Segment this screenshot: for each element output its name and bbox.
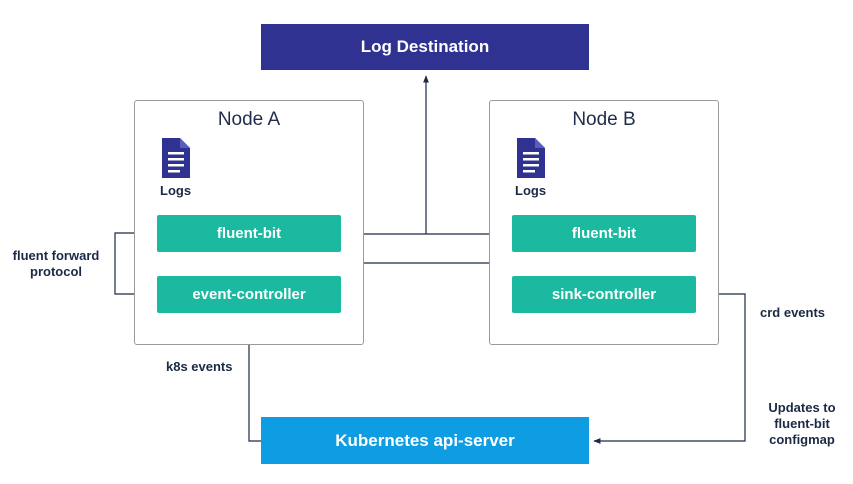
node-a-fluent-bit: fluent-bit: [157, 215, 341, 252]
fluent-forward-label: fluent forward protocol: [12, 248, 100, 279]
node-b-title: Node B: [572, 109, 636, 130]
node-b-logs-label: Logs: [515, 183, 547, 198]
arrow-k8s-events: [246, 316, 261, 442]
node-b-sink-controller-label: sink-controller: [551, 286, 657, 303]
updates-configmap-label: Updates to fluent-bit configmap: [768, 400, 836, 447]
node-a-fluent-bit-label: fluent-bit: [216, 225, 282, 242]
api-server-box: Kubernetes api-server: [261, 417, 589, 464]
api-server-label: Kubernetes api-server: [335, 430, 515, 450]
arrow-updates-configmap: [593, 382, 746, 444]
log-destination-label: Log Destination: [360, 37, 490, 56]
log-destination-box: Log Destination: [261, 24, 589, 70]
document-icon: [517, 138, 545, 178]
node-a-event-controller-label: event-controller: [192, 286, 306, 303]
node-b-fluent-bit-label: fluent-bit: [571, 225, 637, 242]
node-a-event-controller: event-controller: [157, 276, 341, 313]
node-a-title: Node A: [217, 109, 281, 130]
node-b-sink-controller: sink-controller: [512, 276, 696, 313]
document-icon: [162, 138, 190, 178]
node-b-fluent-bit: fluent-bit: [512, 215, 696, 252]
crd-events-label: crd events: [760, 305, 826, 320]
k8s-events-label: k8s events: [166, 359, 233, 374]
node-a-logs-label: Logs: [160, 183, 192, 198]
